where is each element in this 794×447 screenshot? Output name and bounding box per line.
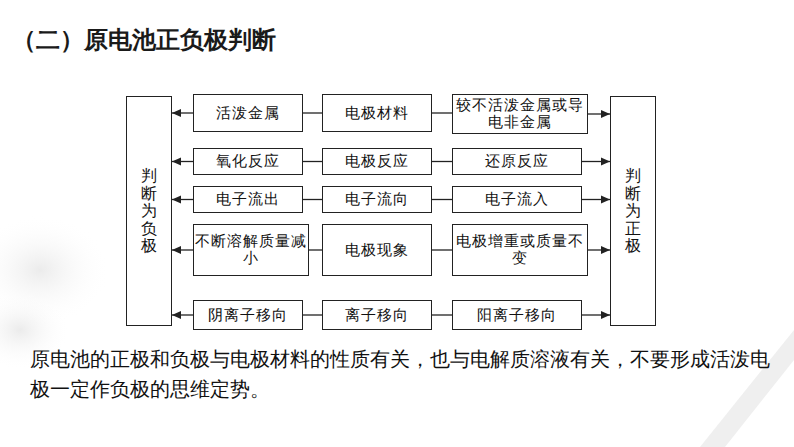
criterion-box: 电极增重或质量不变: [452, 224, 588, 276]
box-label: 离子移向: [345, 307, 409, 324]
criterion-box: 阳离子移向: [452, 300, 582, 330]
arrow-line: [172, 314, 193, 315]
criterion-box: 电极反应: [322, 148, 432, 175]
box-label: 电子流入: [485, 191, 549, 208]
arrow-line: [582, 314, 610, 315]
arrow-line: [588, 113, 610, 114]
box-label: 活泼金属: [216, 105, 280, 122]
arrow-line: [172, 199, 193, 200]
link-line: [303, 314, 322, 315]
arrow-line: [582, 161, 610, 162]
brush-decoration: [700, 330, 794, 447]
box-label: 电极现象: [345, 242, 409, 259]
criterion-box: 活泼金属: [193, 94, 303, 132]
arrow-line: [172, 249, 193, 250]
link-line: [303, 199, 322, 200]
box-label: 阴离子移向: [208, 307, 288, 324]
box-label: 判断为正极: [625, 167, 641, 255]
criterion-box: 不断溶解质量减小: [193, 224, 309, 276]
criterion-box: 电子流入: [452, 186, 582, 213]
criterion-box: 电极现象: [322, 224, 432, 276]
criterion-box: 电子流向: [322, 186, 432, 213]
link-line: [303, 112, 322, 113]
arrow-line: [172, 112, 193, 113]
box-label: 电极增重或质量不变: [453, 233, 587, 267]
criterion-box: 电极材料: [322, 94, 432, 132]
link-line: [309, 249, 322, 250]
link-line: [432, 112, 452, 113]
box-label: 电子流出: [216, 191, 280, 208]
link-line: [432, 314, 452, 315]
arrow-line: [588, 249, 610, 250]
arrow-line: [172, 161, 193, 162]
box-label: 较不活泼金属或导电非金属: [453, 97, 587, 131]
box-label: 电极反应: [345, 153, 409, 170]
criterion-box: 阴离子移向: [193, 300, 303, 330]
link-line: [432, 249, 452, 250]
box-label: 电子流向: [345, 191, 409, 208]
criterion-box: 电子流出: [193, 186, 303, 213]
box-label: 判断为负极: [141, 167, 157, 255]
criterion-box: 较不活泼金属或导电非金属: [452, 94, 588, 134]
criterion-box: 还原反应: [452, 148, 582, 175]
link-line: [432, 199, 452, 200]
verdict-box: 判断为负极: [126, 96, 172, 326]
verdict-box: 判断为正极: [610, 96, 656, 326]
box-label: 阳离子移向: [477, 307, 557, 324]
box-label: 电极材料: [345, 105, 409, 122]
arrow-line: [582, 199, 610, 200]
criterion-box: 氧化反应: [193, 148, 303, 175]
link-line: [303, 161, 322, 162]
caption-note: 原电池的正极和负极与电极材料的性质有关，也与电解质溶液有关，不要形成活泼电极一定…: [30, 345, 775, 405]
link-line: [432, 161, 452, 162]
slide-title: （二）原电池正负极判断: [12, 24, 276, 56]
box-label: 不断溶解质量减小: [194, 233, 308, 267]
criterion-box: 离子移向: [322, 300, 432, 330]
box-label: 还原反应: [485, 153, 549, 170]
box-label: 氧化反应: [216, 153, 280, 170]
